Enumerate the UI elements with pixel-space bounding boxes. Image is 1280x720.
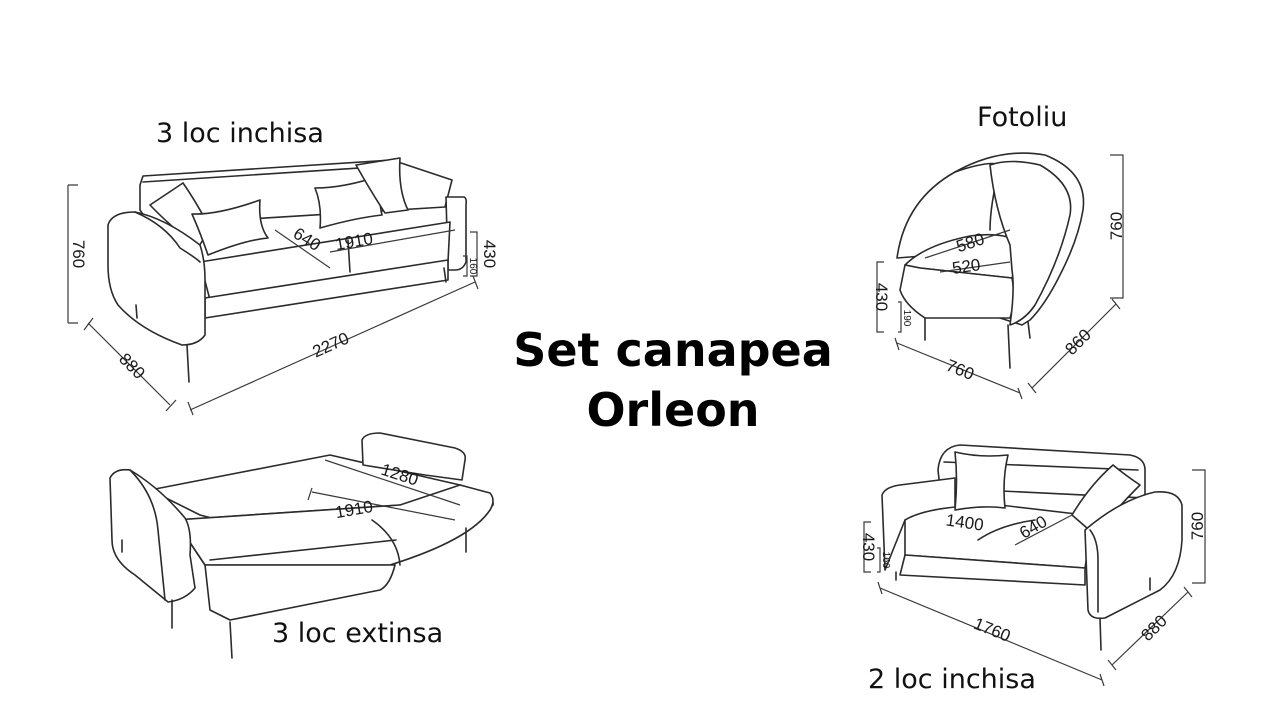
sofa-3-closed-pillow-2 <box>191 199 269 256</box>
armchair: Fotoliu 760 860 760 580 520 430 190 <box>872 102 1126 400</box>
sofa-3-ext-seat <box>174 484 494 566</box>
sofa-3-ext-back-rail <box>361 432 467 481</box>
sofa-3-closed-right-arm <box>445 196 468 271</box>
dim-sofa3-leg-height: 160 <box>467 258 478 275</box>
sofa-3-seat-closed: 3 loc inchisa 760 880 2270 1910 640 <box>67 118 499 416</box>
dim-armchair-height: 760 <box>1107 212 1126 240</box>
dim-sofa3-width: 2270 <box>310 329 352 362</box>
dim-sofa2-depth: 880 <box>1137 611 1170 644</box>
sofa-2-seat-closed: 760 880 1760 1400 640 430 160 2 loc inch… <box>859 444 1207 695</box>
title-line-1: Set canapea <box>513 323 833 377</box>
sofa-2-closed-pillow-1 <box>954 451 1009 511</box>
sofa-3-closed-pillow-3 <box>314 174 383 229</box>
armchair-caption: Fotoliu <box>977 102 1067 133</box>
dim-sofa2-leg-height: 160 <box>880 552 891 569</box>
title-line-2: Orleon <box>586 383 759 437</box>
dim-sofa2-height: 760 <box>1188 512 1207 540</box>
sofa-3-ext-caption: 3 loc extinsa <box>272 618 443 649</box>
dim-armchair-seat-width: 520 <box>951 255 982 278</box>
dim-armchair-leg-height: 190 <box>901 310 912 327</box>
dim-sofa2-seat-height: 430 <box>859 533 878 561</box>
dim-sofa3-seat-height: 430 <box>480 240 499 268</box>
sofa-3-seat-extended: 1280 1910 3 loc extinsa <box>109 432 494 659</box>
sofa-3-closed-caption: 3 loc inchisa <box>156 118 324 149</box>
sofa-3-closed-pillow-4 <box>355 157 409 214</box>
sofa-2-closed-right-arm <box>1084 490 1183 620</box>
dim-sofa2-width: 1760 <box>971 614 1013 646</box>
dim-armchair-width: 760 <box>943 356 976 384</box>
armchair-right-arm <box>989 160 1072 326</box>
dim-sofa3-height: 760 <box>69 240 88 268</box>
sofa-2-closed-caption: 2 loc inchisa <box>868 664 1036 695</box>
dim-armchair-seat-height: 430 <box>872 283 891 311</box>
